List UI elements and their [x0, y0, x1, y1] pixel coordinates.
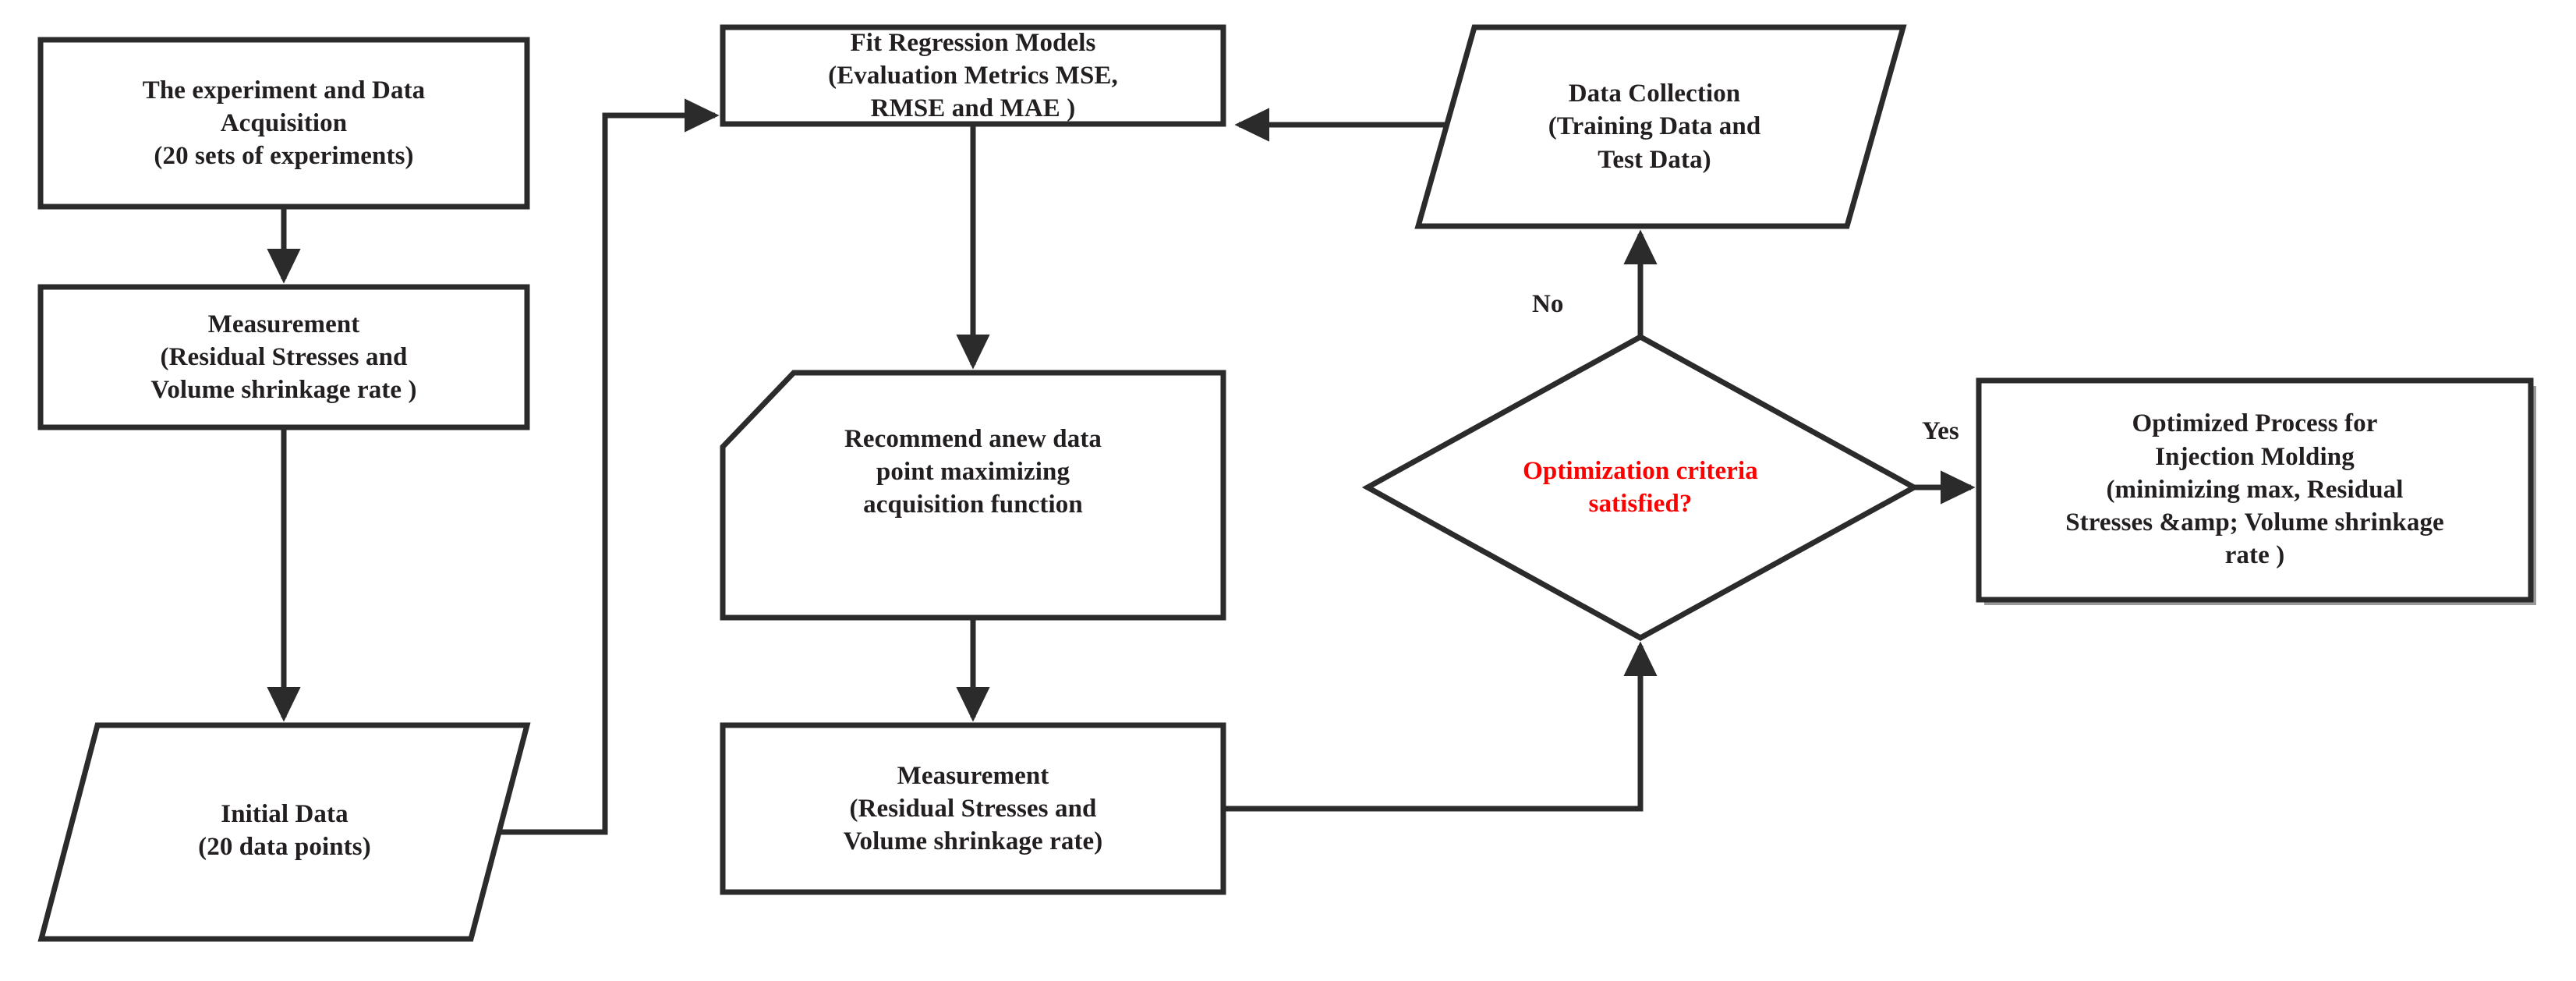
- node-optimized-process-shape: [1976, 377, 2534, 603]
- edge-measurement-loop-to-decision: [1223, 641, 1658, 812]
- node-measurement-loop-shape: [720, 722, 1226, 895]
- node-experiment-shape: [37, 37, 530, 210]
- node-initial-data-shape: [37, 722, 531, 942]
- node-data-collection-shape: [1414, 24, 1907, 229]
- edge-label-no: No: [1532, 290, 1564, 318]
- node-fit-regression-shape-fill: [720, 24, 1226, 127]
- edge-initial-data-to-fit-regression: [499, 98, 720, 835]
- node-measurement-initial-shape: [37, 284, 530, 430]
- node-optimization-criteria-shape: [1361, 334, 1920, 641]
- edge-label-yes: Yes: [1922, 417, 1959, 445]
- node-recommend-point-shape: [720, 370, 1226, 621]
